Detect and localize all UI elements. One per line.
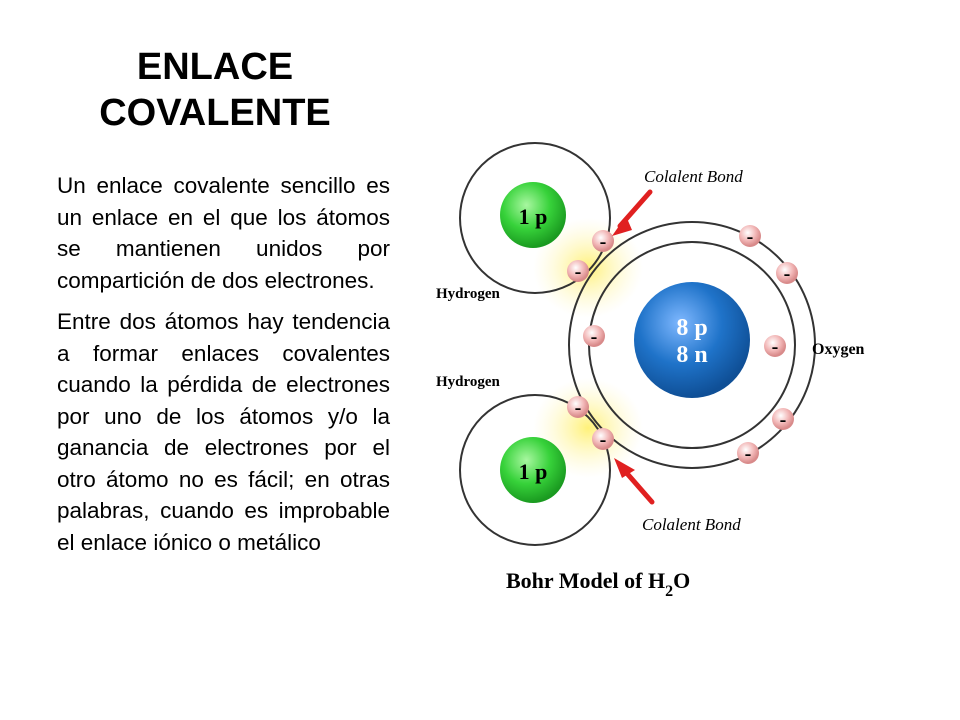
- electron: -: [776, 262, 798, 285]
- electron: -: [583, 325, 605, 348]
- paragraph-definition: Un enlace covalente sencillo es un enlac…: [57, 173, 390, 293]
- svg-text:-: -: [780, 409, 787, 431]
- covalent-bond-label-bottom: Colalent Bond: [642, 515, 741, 534]
- bond-arrow-bottom: [614, 458, 655, 505]
- covalent-bond-label-top: Colalent Bond: [644, 167, 743, 186]
- hydrogen-nucleus-top-label: 1 p: [519, 204, 548, 229]
- electron: -: [772, 408, 794, 431]
- svg-text:-: -: [772, 336, 779, 358]
- svg-text:-: -: [784, 263, 791, 285]
- svg-text:-: -: [747, 226, 754, 248]
- diagram-caption: Bohr Model of H2O: [506, 568, 690, 600]
- hydrogen-nucleus-bottom: [500, 437, 566, 503]
- slide-title: ENLACE COVALENTE: [40, 44, 390, 136]
- electron: -: [567, 396, 589, 419]
- hydrogen-orbit-bottom: [459, 394, 611, 546]
- oxygen-neutrons-label: 8 n: [676, 342, 707, 368]
- title-line-1: ENLACE: [136, 46, 294, 88]
- bohr-model-diagram: 1 p 1 p 8 p 8 n - - - - - - - - - - Cola…: [436, 142, 865, 600]
- electron: -: [739, 225, 761, 248]
- body-text: Un enlace covalente sencillo es un enlac…: [57, 170, 390, 568]
- hydrogen-nucleus-top: [500, 182, 566, 248]
- title-line-2: COVALENTE: [99, 92, 331, 134]
- svg-text:-: -: [575, 397, 582, 419]
- electron: -: [737, 442, 759, 465]
- hydrogen-label-bottom: Hydrogen: [436, 374, 501, 390]
- hydrogen-orbit-top: [459, 142, 611, 294]
- oxygen-outer-orbit: [568, 221, 816, 469]
- oxygen-protons-label: 8 p: [676, 315, 707, 341]
- electrons: - - - - - - - - - -: [567, 225, 798, 465]
- electron: -: [592, 428, 614, 451]
- svg-text:-: -: [575, 261, 582, 283]
- svg-text:-: -: [591, 326, 598, 348]
- bond-arrow-top: [612, 189, 653, 236]
- hydrogen-label-top: Hydrogen: [436, 286, 501, 302]
- oxygen-label: Oxygen: [812, 341, 865, 358]
- electron: -: [592, 230, 614, 253]
- svg-text:-: -: [745, 443, 752, 465]
- hydrogen-nucleus-bottom-label: 1 p: [519, 459, 548, 484]
- paragraph-tendency: Entre dos átomos hay tendencia a formar …: [57, 309, 390, 555]
- electron: -: [567, 260, 589, 283]
- svg-text:-: -: [600, 231, 607, 253]
- svg-text:-: -: [600, 429, 607, 451]
- electron: -: [764, 335, 786, 358]
- oxygen-nucleus: [634, 282, 750, 398]
